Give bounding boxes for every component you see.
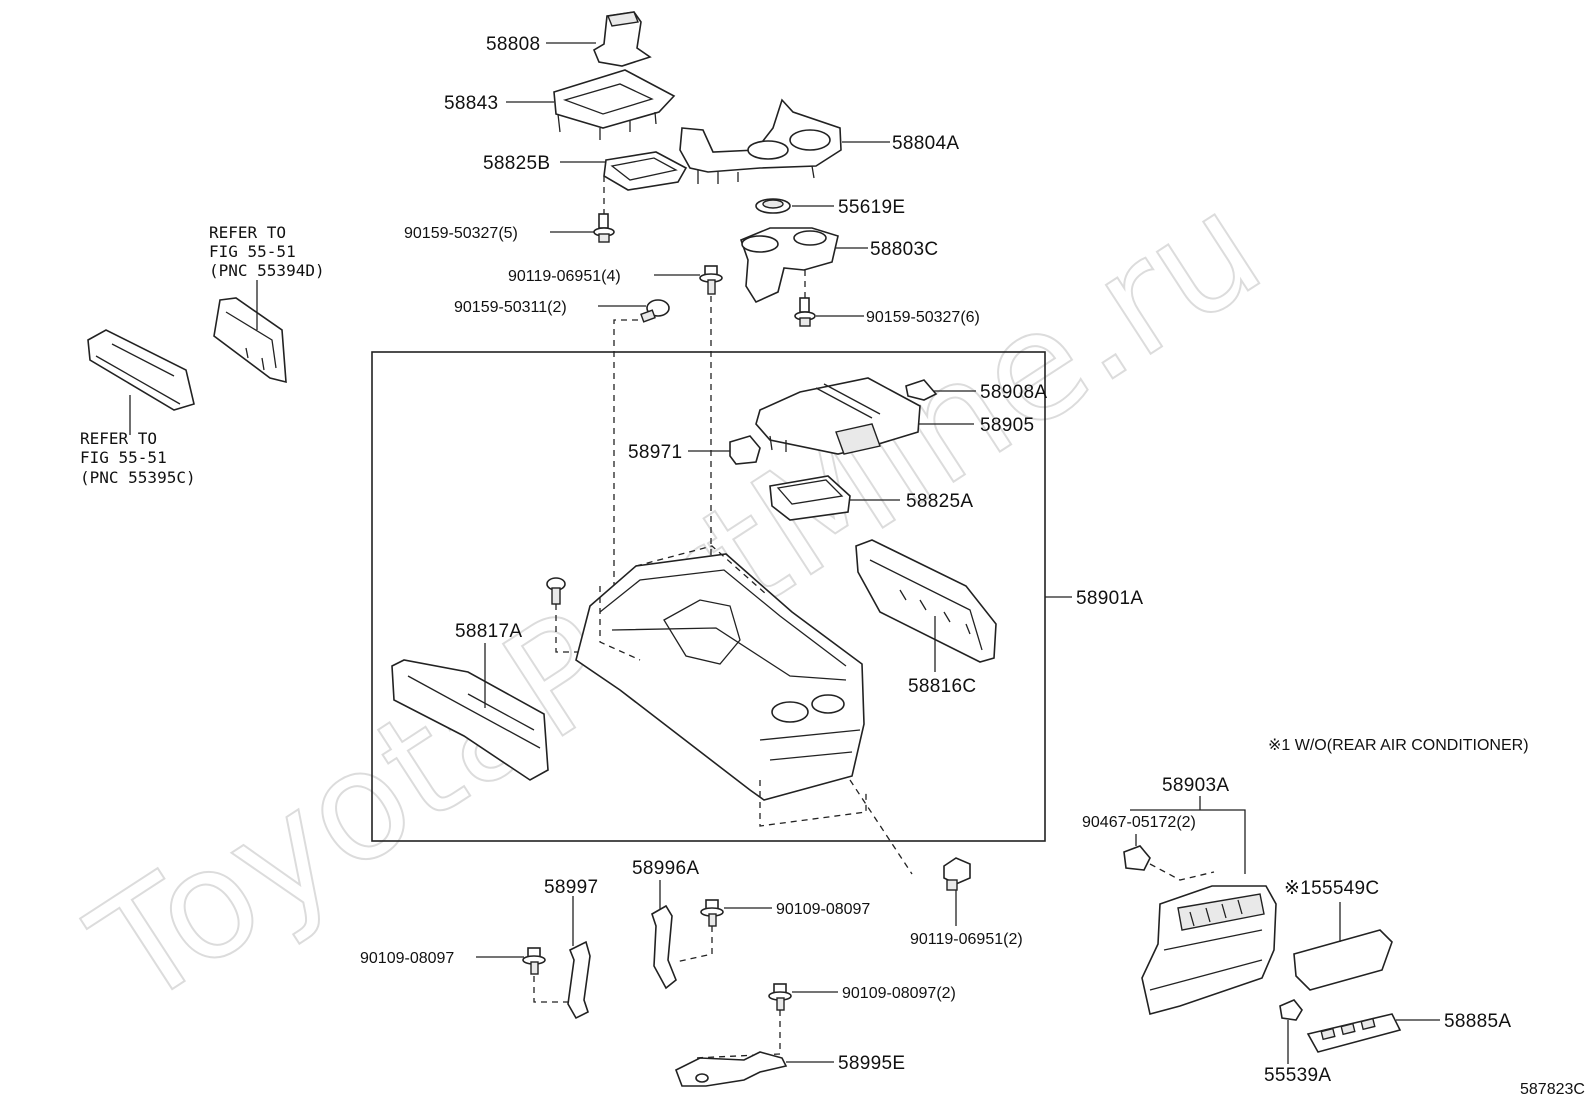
- label-58905: 58905: [980, 415, 1034, 436]
- label-58885A: 58885A: [1444, 1011, 1511, 1032]
- part-58996A-drawing: [651, 904, 677, 990]
- label-58816C: 58816C: [908, 676, 976, 697]
- note-rear-air: ※1 W/O(REAR AIR CONDITIONER): [1268, 737, 1529, 754]
- label-58901A: 58901A: [1076, 588, 1143, 609]
- part-58885A-drawing: [1306, 1013, 1402, 1053]
- label-90159-50327-6: 90159-50327(6): [866, 309, 980, 326]
- label-58908A: 58908A: [980, 382, 1047, 403]
- diagram-code: 587823C: [1520, 1081, 1585, 1098]
- part-58817A-drawing: [391, 659, 549, 781]
- label-58971: 58971: [628, 442, 682, 463]
- label-58996A: 58996A: [632, 858, 699, 879]
- label-90109-08097-a: 90109-08097: [776, 901, 870, 918]
- label-58843: 58843: [444, 93, 498, 114]
- bolt-icon: [593, 213, 615, 243]
- part-58816C-drawing: [855, 539, 997, 663]
- label-90119-06951-4: 90119-06951(4): [508, 268, 621, 285]
- refer-1-line2: FIG 55-51: [209, 242, 296, 261]
- part-58908A-drawing: [905, 379, 938, 401]
- bolt-icon: [640, 299, 670, 323]
- label-90159-50311-2: 90159-50311(2): [454, 299, 567, 316]
- bolt-icon: [522, 947, 546, 975]
- part-58843-drawing: [553, 69, 676, 140]
- part-55539A-drawing: [1279, 999, 1303, 1021]
- label-58804A: 58804A: [892, 133, 959, 154]
- part-58804A-drawing: [679, 98, 842, 184]
- bolt-icon: [699, 265, 723, 295]
- refer-1-line1: REFER TO: [209, 223, 286, 242]
- refer-2-line2: FIG 55-51: [80, 448, 167, 467]
- label-90159-50327-5: 90159-50327(5): [404, 225, 518, 242]
- part-console-box-drawing: [575, 545, 865, 801]
- label-55619E: 55619E: [838, 197, 905, 218]
- part-58997-drawing: [567, 940, 591, 1020]
- clip-icon: [1123, 845, 1151, 871]
- part-58803C-drawing: [739, 227, 839, 304]
- refer-2-line1: REFER TO: [80, 429, 157, 448]
- part-58971-drawing: [729, 435, 761, 465]
- bolt-icon: [943, 857, 971, 891]
- label-90109-08097-b: 90109-08097: [360, 950, 454, 967]
- label-90467-05172-2: 90467-05172(2): [1082, 814, 1196, 831]
- refer-panel-55394D-drawing: [213, 297, 287, 384]
- part-55619E-drawing: [755, 198, 791, 214]
- refer-1-line3: (PNC 55394D): [209, 261, 325, 280]
- part-58905-drawing: [755, 377, 921, 455]
- bolt-icon: [794, 297, 816, 327]
- refer-panel-55395C-drawing: [87, 329, 195, 411]
- part-58995E-drawing: [674, 1051, 788, 1087]
- label-58825A: 58825A: [906, 491, 973, 512]
- part-58808-drawing: [592, 11, 652, 67]
- part-58903A-drawing: [1141, 885, 1277, 1015]
- label-58903A: 58903A: [1162, 775, 1229, 796]
- label-58808: 58808: [486, 34, 540, 55]
- label-58817A: 58817A: [455, 621, 522, 642]
- label-58803C: 58803C: [870, 239, 938, 260]
- label-58825B: 58825B: [483, 153, 550, 174]
- bolt-icon: [768, 983, 792, 1011]
- label-55549C: ※155549C: [1284, 878, 1379, 899]
- refer-2-line3: (PNC 55395C): [80, 468, 196, 487]
- part-55549C-drawing: [1293, 929, 1393, 991]
- label-58997: 58997: [544, 877, 598, 898]
- label-55539A: 55539A: [1264, 1065, 1331, 1086]
- part-58825A-drawing: [769, 475, 851, 521]
- label-90109-08097-2: 90109-08097(2): [842, 985, 956, 1002]
- part-58825B-drawing: [603, 151, 688, 191]
- label-58995E: 58995E: [838, 1053, 905, 1074]
- bolt-icon: [700, 899, 724, 927]
- label-90119-06951-2: 90119-06951(2): [910, 931, 1023, 948]
